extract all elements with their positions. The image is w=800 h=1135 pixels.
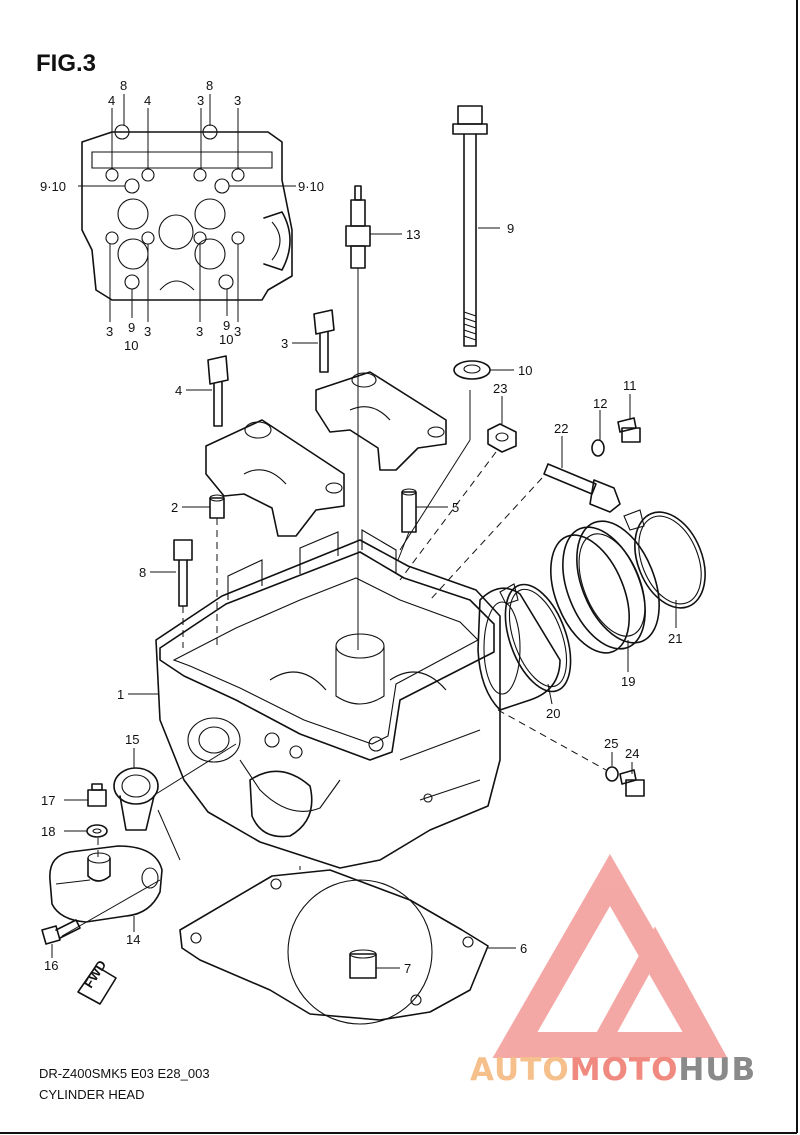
callout-label: 4 <box>108 93 115 108</box>
part-16-bolt <box>41 919 81 945</box>
part-5-stud <box>397 488 417 561</box>
watermark-part-hub: HUB <box>678 1052 757 1088</box>
callout-label: 3 <box>144 324 151 339</box>
part-21-clamp <box>623 509 706 609</box>
part-3-bolt <box>313 309 335 373</box>
callout-part-15: 15 <box>125 732 139 747</box>
callout-part-18: 18 <box>41 824 55 839</box>
part-6-head-gasket <box>179 869 489 1025</box>
callout-part-4: 4 <box>175 383 182 398</box>
callout-part-20: 20 <box>546 706 560 721</box>
part-13-spark-plug <box>345 185 371 650</box>
callout-label: 4 <box>144 93 151 108</box>
callout-part-1: 1 <box>117 687 124 702</box>
part-8-bolt <box>173 539 193 648</box>
part-12-washer <box>591 439 605 457</box>
callout-label: 3 <box>197 93 204 108</box>
part-4-bolt <box>207 355 229 427</box>
part-23-nut <box>487 423 517 453</box>
part-20-clamp <box>499 583 572 693</box>
callout-part-14: 14 <box>126 932 140 947</box>
part-14-thermostat-cover <box>49 845 163 923</box>
figure-title: FIG.3 <box>36 50 97 77</box>
callout-part-25: 25 <box>604 736 618 751</box>
callout-label: 3 <box>196 324 203 339</box>
callout-label: 10 <box>219 332 233 347</box>
inset-callouts: 8 4 4 8 3 3 9·10 9·10 3 9 3 3 9 3 10 10 <box>40 78 324 353</box>
watermark-logo <box>492 853 728 1058</box>
part-18-washer <box>86 824 108 838</box>
callout-part-5: 5 <box>452 500 459 515</box>
callout-part-11: 11 <box>623 378 637 393</box>
callout-part-10: 10 <box>518 363 532 378</box>
callout-part-2: 2 <box>171 500 178 515</box>
part-17-bolt <box>87 783 107 807</box>
camshaft-holder-left <box>205 419 345 537</box>
intake-pipe <box>477 587 561 711</box>
watermark-part-auto: AUTO <box>470 1052 570 1088</box>
reference-lines <box>61 390 607 937</box>
leader-lines <box>51 94 677 969</box>
callout-part-16: 16 <box>44 958 58 973</box>
callout-part-13: 13 <box>406 227 420 242</box>
callout-label: 3 <box>106 324 113 339</box>
callout-part-17: 17 <box>41 793 55 808</box>
callout-part-24: 24 <box>625 746 639 761</box>
callout-part-21: 21 <box>668 631 682 646</box>
part-22-bolt <box>543 463 621 513</box>
callout-part-12: 12 <box>593 396 607 411</box>
part-callouts: 1 2 3 4 5 6 7 8 9 10 11 12 13 14 15 16 1… <box>41 221 682 976</box>
callout-part-19: 19 <box>621 674 635 689</box>
watermark-part-moto: MOTO <box>569 1052 679 1088</box>
callout-label: 9·10 <box>298 179 324 194</box>
callout-label: 8 <box>120 78 127 93</box>
part-19-intake-boot <box>550 520 660 654</box>
callout-part-7: 7 <box>404 961 411 976</box>
callout-part-23: 23 <box>493 381 507 396</box>
callout-part-22: 22 <box>554 421 568 436</box>
callout-part-9: 9 <box>507 221 514 236</box>
callout-label: 9 <box>128 320 135 335</box>
part-11-bolt <box>617 417 641 443</box>
callout-part-6: 6 <box>520 941 527 956</box>
camshaft-holder-right <box>315 371 447 471</box>
callout-label: 9·10 <box>40 179 66 194</box>
part-2-dowel-pin <box>209 494 225 648</box>
callout-label: 10 <box>124 338 138 353</box>
part-24-bolt <box>619 769 645 797</box>
callout-label: 9 <box>223 318 230 333</box>
part-15-thermostat <box>113 767 159 831</box>
inset-head-top-view <box>81 124 293 301</box>
part-1-cylinder-head <box>155 529 501 869</box>
model-code: DR-Z400SMK5 E03 E28_003 <box>39 1066 210 1081</box>
callout-part-3: 3 <box>281 336 288 351</box>
callout-part-8: 8 <box>139 565 146 580</box>
fwd-arrow-icon: FWD <box>77 958 117 1005</box>
part-9-long-bolt <box>452 105 488 347</box>
part-10-washer <box>453 360 491 380</box>
callout-label: 8 <box>206 78 213 93</box>
part-7-dowel-pin <box>349 949 377 979</box>
callout-label: 3 <box>234 324 241 339</box>
part-25-washer <box>605 766 619 782</box>
watermark-wordmark: AUTOMOTOHUB <box>470 1052 756 1088</box>
callout-label: 3 <box>234 93 241 108</box>
section-name: CYLINDER HEAD <box>39 1087 145 1102</box>
fwd-label: FWD <box>81 958 109 991</box>
